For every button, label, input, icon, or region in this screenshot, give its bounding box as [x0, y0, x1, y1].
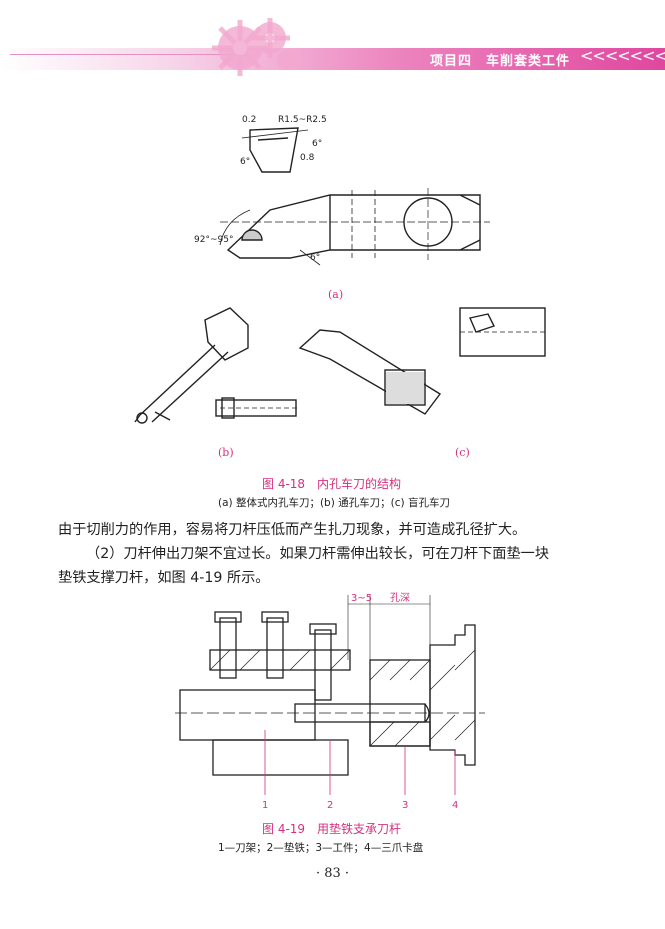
- dim-label: 6°: [312, 139, 322, 149]
- page-number: · 83 ·: [315, 866, 350, 881]
- gear-icon: [212, 18, 297, 76]
- figure-label-c: (c): [455, 446, 470, 459]
- figure-4-18b-through-hole-tool: [134, 307, 300, 424]
- body-text-line-1: 由于切削力的作用，容易将刀杆压低而产生扎刀现象，并可造成孔径扩大。: [58, 522, 527, 538]
- figure-4-18-caption: 图 4-18 内孔车刀的结构: [262, 477, 402, 491]
- dim-label: 6°: [240, 157, 250, 167]
- dim-label: 92°~95°: [194, 235, 233, 245]
- callout-number: 3: [402, 800, 408, 811]
- dim-label: 6°: [310, 253, 320, 263]
- callout-number: 1: [262, 800, 268, 811]
- figure-4-18-subcaption: (a) 整体式内孔车刀；(b) 通孔车刀；(c) 盲孔车刀: [218, 497, 450, 509]
- body-text-line-2: （2）刀杆伸出刀架不宜过长。如果刀杆需伸出较长，可在刀杆下面垫一块: [86, 546, 550, 562]
- header-arrows: <<<<<<<: [580, 46, 665, 65]
- figure-label-a: (a): [328, 288, 344, 301]
- figure-4-19-caption: 图 4-19 用垫铁支承刀杆: [262, 822, 402, 836]
- header-title: 项目四 车削套类工件: [430, 54, 571, 69]
- callout-number: 4: [452, 800, 458, 811]
- figure-4-19-drawing: 3~5 孔深 1 2 3 4: [175, 592, 485, 811]
- figure-label-b: (b): [218, 446, 234, 459]
- dim-label: 0.8: [300, 153, 315, 163]
- header-band: [0, 48, 665, 70]
- figure-4-19-subcaption: 1—刀架；2—垫铁；3—工件；4—三爪卡盘: [218, 842, 424, 854]
- dim-label: 孔深: [390, 592, 410, 604]
- dim-label: 0.2: [242, 115, 256, 125]
- callout-number: 2: [327, 800, 333, 811]
- page-header: 项目四 车削套类工件 <<<<<<<: [0, 0, 665, 78]
- dim-label: R1.5~R2.5: [278, 115, 327, 125]
- figure-4-18c-blind-hole-tool: [298, 307, 546, 415]
- header-rule: [10, 54, 240, 55]
- body-text-line-3: 垫铁支撑刀杆，如图 4-19 所示。: [58, 570, 270, 586]
- figure-4-18a-tool-drawing: 0.2 R1.5~R2.5 6° 0.8 6° 92°~95° 6°: [194, 115, 490, 266]
- dim-label: 3~5: [351, 593, 372, 604]
